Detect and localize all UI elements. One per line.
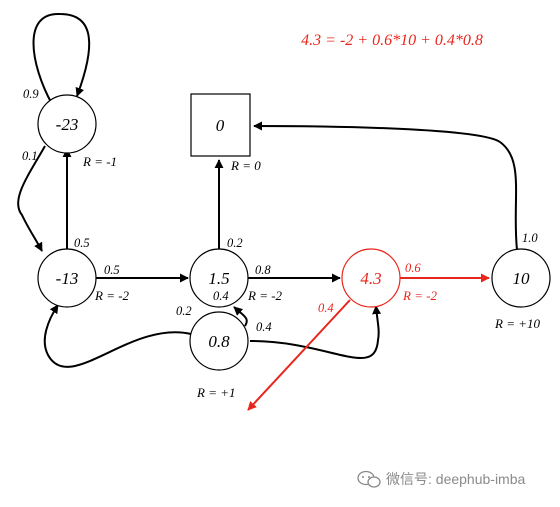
probability-labels: 0.9 0.1 0.5 0.5 0.2 0.8 0.6 0.4 1.0 0.2 … [22, 87, 538, 334]
nodes [37, 93, 551, 371]
prob-m13-to-m23: 0.5 [74, 236, 90, 250]
edge-m23-self [32, 12, 91, 105]
node-m23-value: -23 [56, 115, 79, 134]
prob-0-8-to-1-5: 0.4 [213, 289, 229, 303]
prob-m23-self: 0.9 [23, 87, 39, 101]
prob-0-8-to-m13: 0.2 [176, 304, 192, 318]
node-1-5 [189, 248, 249, 308]
prob-1-5-to-4-3: 0.8 [255, 263, 271, 277]
node-m23 [37, 94, 97, 154]
reward-4-3: R = -2 [402, 288, 438, 303]
node-0-8-value: 0.8 [208, 332, 230, 351]
reward-terminal: R = 0 [230, 158, 261, 173]
node-4-3-value: 4.3 [360, 269, 381, 288]
node-m13-value: -13 [56, 269, 79, 288]
edges [17, 12, 518, 368]
node-terminal [190, 93, 251, 157]
prob-m23-to-m13: 0.1 [22, 149, 38, 163]
edge-0-8-to-4-3 [249, 305, 382, 360]
reward-m13: R = -2 [94, 288, 130, 303]
reward-10: R = +10 [494, 316, 540, 331]
edge-0-8-to-m13 [43, 304, 192, 368]
node-1-5-value: 1.5 [208, 269, 229, 288]
prob-4-3-to-10: 0.6 [405, 261, 421, 275]
node-4-3 [341, 248, 401, 308]
node-terminal-value: 0 [216, 116, 225, 135]
prob-10-to-terminal: 1.0 [522, 231, 538, 245]
prob-m13-to-1-5: 0.5 [104, 263, 120, 277]
node-10-value: 10 [513, 269, 531, 288]
edge-10-to-terminal [253, 121, 518, 251]
reward-1-5: R = -2 [247, 288, 283, 303]
watermark-text: 微信号: deephub-imba [386, 471, 526, 487]
edge-4-3-to-0-8 [247, 299, 351, 411]
node-m13 [37, 248, 97, 308]
prob-0-8-to-4-3: 0.4 [256, 320, 272, 334]
reward-labels: R = -1 R = -2 R = 0 R = -2 R = -2 R = +1… [82, 154, 540, 400]
reward-m23: R = -1 [82, 154, 117, 169]
edge-0-8-to-1-5-main [233, 306, 248, 327]
prob-4-3-to-0-8: 0.4 [318, 301, 334, 315]
node-10 [491, 248, 551, 308]
watermark: 微信号: deephub-imba [357, 470, 526, 488]
node-0-8 [189, 311, 249, 371]
node-values: -23 -13 0 1.5 4.3 10 0.8 [56, 115, 530, 351]
edge-m23-to-m13 [17, 145, 46, 252]
reward-0-8: R = +1 [196, 385, 236, 400]
prob-1-5-to-terminal: 0.2 [227, 236, 243, 250]
highlight-edges [247, 273, 490, 411]
wechat-icon [357, 470, 381, 488]
value-equation: 4.3 = -2 + 0.6*10 + 0.4*0.8 [301, 32, 483, 49]
